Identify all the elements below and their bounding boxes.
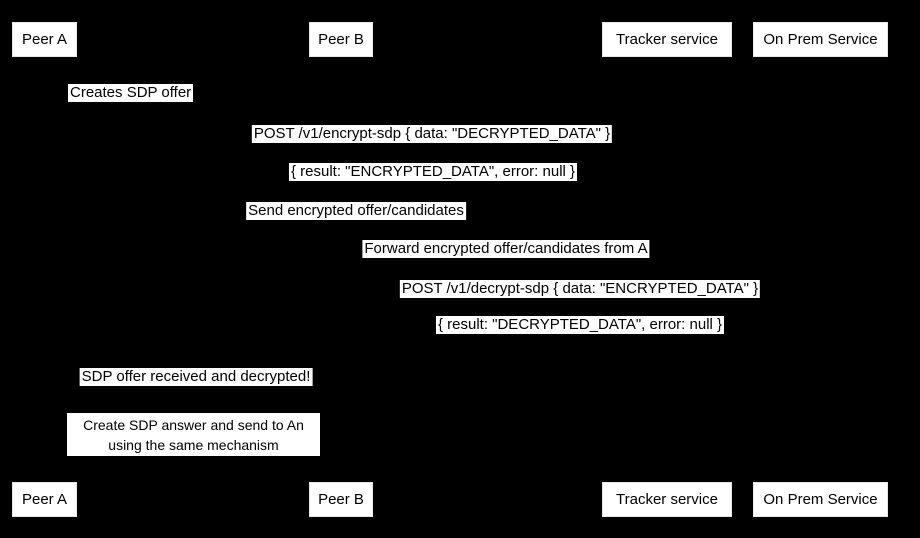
participant-tracker-service-top: Tracker service — [602, 22, 732, 57]
message-encrypt-result: { result: "ENCRYPTED_DATA", error: null … — [288, 163, 578, 181]
message-post-encrypt-sdp: POST /v1/encrypt-sdp { data: "DECRYPTED_… — [251, 125, 613, 143]
note-line-1: Create SDP answer and send to An — [83, 416, 304, 433]
message-forward-encrypted-offer: Forward encrypted offer/candidates from … — [362, 240, 650, 258]
message-decrypt-result: { result: "DECRYPTED_DATA", error: null … — [435, 316, 725, 334]
message-send-encrypted-offer: Send encrypted offer/candidates — [246, 202, 466, 220]
message-creates-sdp-offer: Creates SDP offer — [68, 84, 194, 102]
participant-peer-a-bottom: Peer A — [12, 482, 77, 517]
message-sdp-offer-received: SDP offer received and decrypted! — [79, 368, 313, 386]
note-create-sdp-answer: Create SDP answer and send to An using t… — [67, 413, 320, 456]
participant-peer-b-top: Peer B — [309, 22, 373, 57]
note-line-2: using the same mechanism — [108, 436, 279, 453]
message-post-decrypt-sdp: POST /v1/decrypt-sdp { data: "ENCRYPTED_… — [399, 280, 761, 298]
participant-peer-b-bottom: Peer B — [309, 482, 373, 517]
participant-on-prem-service-top: On Prem Service — [753, 22, 888, 57]
participant-tracker-service-bottom: Tracker service — [602, 482, 732, 517]
participant-on-prem-service-bottom: On Prem Service — [753, 482, 888, 517]
participant-peer-a-top: Peer A — [12, 22, 77, 57]
